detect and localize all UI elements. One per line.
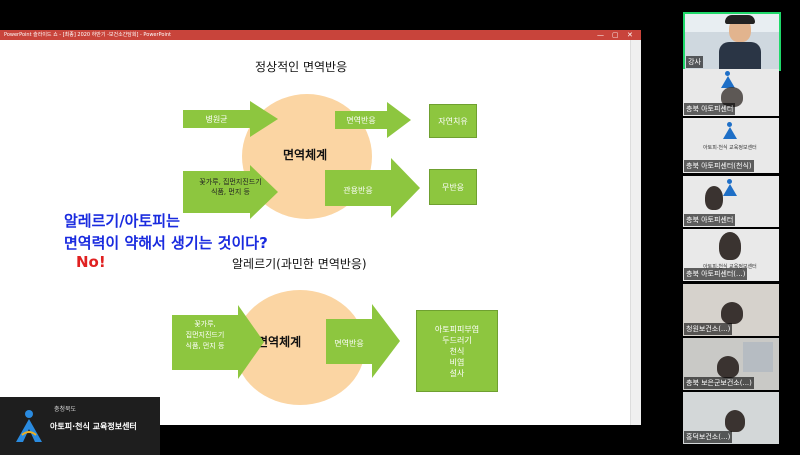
- window-title: PowerPoint 슬라이드 쇼 - [최종] 2020 하반기 -보건소간담…: [4, 32, 171, 38]
- participant-name: 충북 아토피센터: [684, 103, 736, 115]
- participant-tile-4[interactable]: 충북 아토피센터: [683, 176, 779, 227]
- arrow-allergens-top-label: 꽃가루, 집먼지진드기 식품, 먼지 등: [199, 178, 262, 196]
- maximize-button[interactable]: ▢: [612, 31, 619, 39]
- atopy-center-logo-icon: [16, 410, 42, 442]
- logo-main-text: 아토피·천식 교육정보센터: [50, 422, 137, 431]
- participant-tile-8[interactable]: 홍덕보건소(...): [683, 392, 779, 444]
- center-logo: 충청북도 아토피·천식 교육정보센터: [0, 397, 160, 455]
- participant-name: 충북 보은군보건소(...): [684, 377, 754, 389]
- arrow-tolerance-label: 관용반응: [343, 186, 373, 195]
- participant-tile-7[interactable]: 충북 보은군보건소(...): [683, 338, 779, 390]
- arrow-allergens-top: 꽃가루, 집먼지진드기 식품, 먼지 등: [183, 165, 278, 220]
- participant-name: 충북 아토피센터: [684, 214, 736, 226]
- box-allergic-diseases: 아토피피부염 두드러기 천식 비염 설사: [416, 310, 498, 392]
- participant-name: 홍덕보건소(...): [684, 431, 733, 443]
- immune-system-label-bottom: 면역체계: [257, 335, 302, 349]
- arrow-tolerance: 관용반응: [325, 158, 420, 218]
- slide-top-title: 정상적인 면역반응: [255, 60, 348, 74]
- vertical-scrollbar[interactable]: [630, 40, 641, 425]
- box-no-response: 무반응: [429, 169, 477, 205]
- arrow-immune-response-bottom: 면역반응: [326, 304, 400, 379]
- arrow-immune-response: 면역반응: [335, 102, 411, 138]
- participant-name: 충북 아토피센터(천식): [684, 160, 754, 172]
- minimize-button[interactable]: —: [597, 31, 604, 39]
- box-natural-healing: 자연치유: [429, 104, 477, 138]
- question-line1: 알레르기/아토피는: [64, 212, 180, 230]
- logo-small-text: 충청북도: [54, 406, 77, 413]
- immune-system-label-top: 면역체계: [283, 148, 328, 162]
- question-line2: 면역력이 약해서 생기는 것이다?: [64, 234, 268, 252]
- arrow-allergens-bottom: 꽃가루, 집먼지진드기 식품, 먼지 등: [172, 305, 264, 380]
- arrow-pathogen: 병원균: [183, 101, 278, 137]
- slide-bottom-title: 알레르기(과민한 면역반응): [232, 257, 367, 271]
- participant-tile-5[interactable]: 아토피·천식 교육정보센터 충북 아토피센터(...): [683, 229, 779, 281]
- arrow-pathogen-label: 병원균: [205, 115, 228, 124]
- participant-tile-speaker[interactable]: 강사: [683, 12, 781, 71]
- arrow-immune-response-bottom-label: 면역반응: [334, 339, 364, 348]
- answer-no: No!: [76, 253, 106, 271]
- participant-tile-3[interactable]: 아토피·천식 교육정보센터 충북 아토피센터(천식): [683, 118, 779, 173]
- arrow-immune-response-label: 면역반응: [346, 116, 376, 125]
- presentation-window: PowerPoint 슬라이드 쇼 - [최종] 2020 하반기 -보건소간담…: [0, 30, 641, 425]
- participant-name: 충북 아토피센터(...): [684, 268, 748, 280]
- participant-name: 청원보건소(...): [684, 323, 733, 335]
- participant-tile-2[interactable]: 충북 아토피센터: [683, 69, 779, 116]
- participant-tile-6[interactable]: 청원보건소(...): [683, 284, 779, 336]
- participant-name: 강사: [686, 56, 703, 68]
- slide-canvas: 정상적인 면역반응 면역체계 병원균 꽃가루, 집먼지진드기 식품, 먼지 등 …: [0, 40, 631, 425]
- close-button[interactable]: ✕: [627, 31, 633, 39]
- arrow-allergens-bottom-label: 꽃가루, 집먼지진드기 식품, 먼지 등: [185, 320, 225, 350]
- window-titlebar: PowerPoint 슬라이드 쇼 - [최종] 2020 하반기 -보건소간담…: [0, 30, 641, 40]
